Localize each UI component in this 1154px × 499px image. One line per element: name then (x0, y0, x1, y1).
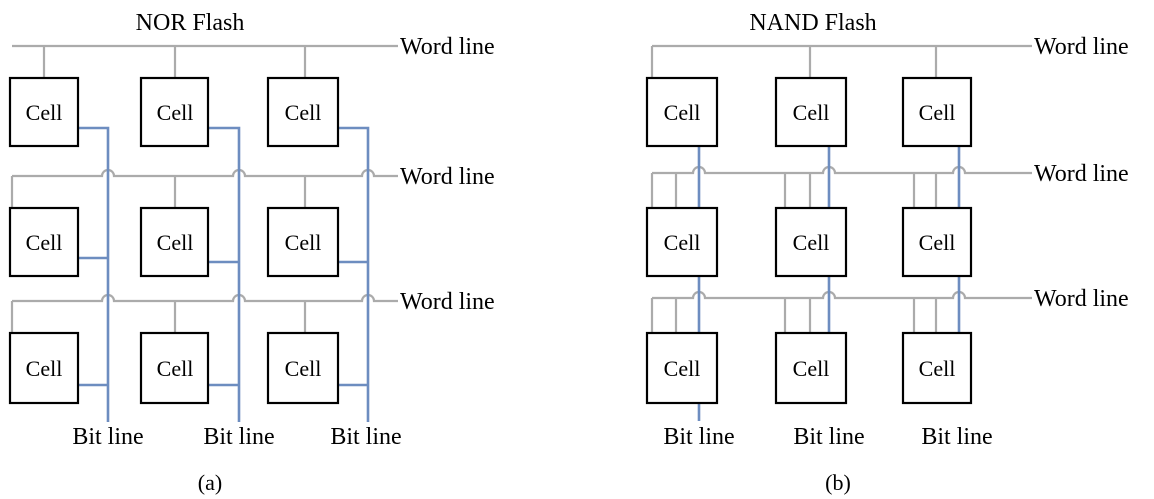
nand-word-line-1 (650, 44, 1032, 78)
cell-label: Cell (664, 230, 701, 255)
cell-label: Cell (793, 230, 830, 255)
nand-cell: Cell (774, 76, 848, 148)
nand-cell: Cell (901, 76, 973, 148)
nor-bit-line-label: Bit line (330, 424, 401, 450)
cell-label: Cell (793, 356, 830, 381)
nand-word-line-3 (650, 290, 1032, 333)
cell-label: Cell (919, 100, 956, 125)
nand-cells: Cell Cell Cell Cell Cell Cell Cell Cell … (645, 76, 973, 405)
nor-bit-line-2 (208, 126, 241, 422)
nand-bit-line-label: Bit line (793, 424, 864, 450)
nand-panel-caption: (b) (825, 470, 851, 495)
nor-cell: Cell (266, 76, 340, 148)
nor-bit-lines (78, 126, 370, 422)
cell-label: Cell (919, 356, 956, 381)
nor-cell: Cell (8, 76, 80, 148)
cell-label: Cell (664, 100, 701, 125)
nor-cell: Cell (8, 206, 80, 278)
nand-bit-line-label: Bit line (663, 424, 734, 450)
nor-cell: Cell (139, 206, 210, 278)
nor-bit-line-1 (78, 126, 110, 422)
nor-cell: Cell (139, 331, 210, 405)
nor-cell: Cell (139, 76, 210, 148)
nand-cell: Cell (645, 206, 719, 278)
cell-label: Cell (26, 100, 63, 125)
nand-panel: NAND Flash Cell Cell Cell Cell Cell Cell… (645, 10, 1129, 495)
cell-label: Cell (285, 230, 322, 255)
nand-word-line-2 (650, 165, 1032, 208)
nor-cell: Cell (8, 331, 80, 405)
nor-word-line-label: Word line (400, 34, 495, 60)
nand-cell: Cell (645, 76, 719, 148)
nand-cell: Cell (645, 331, 719, 405)
cell-label: Cell (157, 356, 194, 381)
cell-label: Cell (26, 356, 63, 381)
nor-word-line-3 (10, 293, 398, 333)
nand-cell: Cell (774, 206, 848, 278)
nand-cell: Cell (901, 331, 973, 405)
cell-label: Cell (285, 356, 322, 381)
nor-word-line-label: Word line (400, 289, 495, 315)
cell-label: Cell (919, 230, 956, 255)
nor-cell: Cell (266, 331, 340, 405)
nand-cell: Cell (774, 331, 848, 405)
nor-cell: Cell (266, 206, 340, 278)
nor-cells: Cell Cell Cell Cell Cell Cell Cell Cell … (8, 76, 340, 405)
nor-panel-caption: (a) (198, 470, 222, 495)
cell-label: Cell (26, 230, 63, 255)
nor-word-line-2 (10, 168, 398, 208)
nand-word-line-label: Word line (1034, 286, 1129, 312)
nand-bit-line-label: Bit line (921, 424, 992, 450)
nor-word-line-1 (12, 44, 398, 78)
cell-label: Cell (157, 100, 194, 125)
nand-word-line-label: Word line (1034, 34, 1129, 60)
nor-panel-title: NOR Flash (136, 10, 245, 36)
nand-panel-title: NAND Flash (749, 10, 876, 36)
nor-bit-line-label: Bit line (203, 424, 274, 450)
cell-label: Cell (285, 100, 322, 125)
cell-label: Cell (664, 356, 701, 381)
nand-word-line-label: Word line (1034, 161, 1129, 187)
nand-cell: Cell (901, 206, 973, 278)
nor-word-line-label: Word line (400, 164, 495, 190)
cell-label: Cell (157, 230, 194, 255)
nor-bit-line-3 (338, 126, 370, 422)
nand-bit-lines (697, 146, 961, 421)
cell-label: Cell (793, 100, 830, 125)
nor-panel: NOR Flash Cell Cell Cell Cell Cell Cell … (8, 10, 495, 495)
nor-bit-line-label: Bit line (72, 424, 143, 450)
